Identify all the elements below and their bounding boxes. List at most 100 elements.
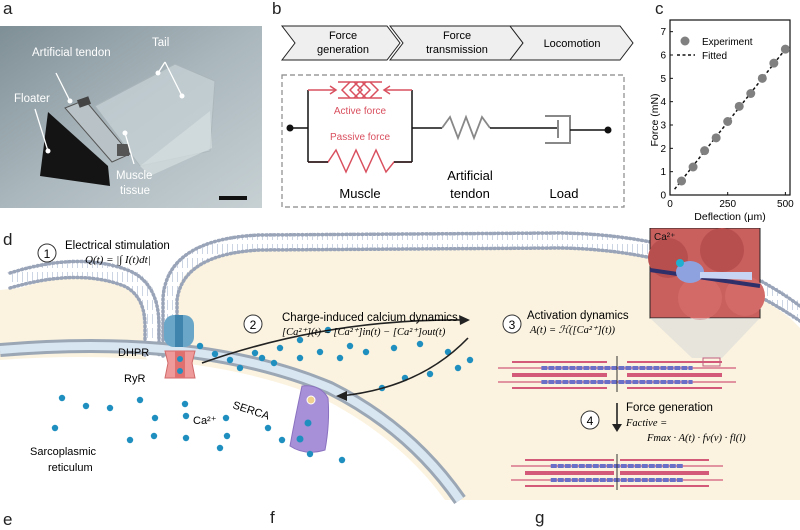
calcium-reuptake-arrow: [339, 337, 469, 397]
calcium-ion: [466, 356, 474, 364]
calcium-ion: [181, 400, 189, 408]
x-tick-label: 250: [719, 199, 736, 210]
panel-label-b: b: [272, 0, 282, 18]
step-3-badge: [502, 314, 522, 334]
step-4-badge: [580, 410, 600, 430]
panel-label-f: f: [270, 508, 275, 527]
panel-label-c: c: [655, 0, 664, 18]
calcium-ion: [390, 344, 398, 352]
pointer-dot: [122, 130, 128, 136]
step-3-number: 3: [509, 318, 516, 332]
load-label: Load: [550, 186, 579, 201]
inset-zoom-cone: [650, 318, 760, 358]
step-2-equation: [Ca²⁺](t) = [Ca²⁺]in(t) − [Ca²⁺]out(t): [282, 327, 446, 338]
experiment-point: [711, 133, 721, 143]
step-4-equation-2: Fmax · A(t) · fv(v) · fl(l): [646, 433, 746, 444]
calcium-ion: [362, 348, 370, 356]
y-tick-label: 3: [660, 121, 666, 132]
calcium-ion: [454, 364, 462, 372]
sr-membrane-inner: [0, 342, 464, 503]
experiment-point: [723, 117, 733, 126]
calcium-ion: [126, 436, 134, 444]
step-3-equation: A(t) = ℋ([Ca²⁺](t)): [529, 325, 616, 336]
tail-plate-lower: [140, 111, 212, 176]
calcium-ion: [306, 450, 314, 458]
inset-source-box: [702, 357, 721, 367]
calcium-ion: [223, 432, 231, 440]
pointer-dot: [179, 93, 185, 99]
inset-ca-label: Ca²⁺: [654, 232, 675, 243]
dhpr-channel: [164, 315, 194, 347]
pointer-tail-2: [164, 61, 183, 97]
calcium-ion: [264, 424, 272, 432]
experiment-point: [700, 146, 710, 156]
calcium-ion: [270, 359, 278, 367]
calcium-ion: [426, 370, 434, 378]
step-2-line-2: transmission: [426, 44, 488, 56]
step-1-equation: Q(t) = |∫ I(t)dt|: [85, 254, 151, 266]
calcium-ion: [444, 348, 452, 356]
experiment-point: [780, 44, 790, 54]
pointer-dot: [67, 98, 73, 104]
experiment-point: [769, 58, 779, 68]
calcium-ion: [296, 354, 304, 362]
ryr-channel: [164, 350, 196, 379]
y-tick-label: 7: [660, 27, 666, 38]
plot-frame: [669, 19, 791, 196]
calcium-ion: [82, 402, 90, 410]
calcium-ion: [346, 342, 354, 350]
tendon-label-2: tendon: [450, 186, 490, 201]
ryr-label: RyR: [124, 373, 145, 385]
right-terminal: [604, 126, 612, 134]
calcium-ion: [196, 342, 204, 350]
sr-label-1: Sarcoplasmic: [30, 446, 97, 458]
step-2-number: 2: [250, 318, 257, 332]
step-1-line-1: Force: [329, 30, 357, 42]
calcium-ion: [258, 354, 266, 362]
panel-label-g: g: [535, 508, 545, 527]
step-1-badge: [37, 243, 57, 263]
step-chevron-3: Locomotion: [508, 25, 634, 61]
sr-label-2: reticulum: [48, 462, 93, 474]
tendon-spring: [441, 114, 491, 141]
arrowhead: [459, 315, 470, 325]
step-2-title: Charge-induced calcium dynamics: [282, 312, 458, 324]
step-chevron-1: Force generation: [280, 25, 401, 61]
label-tail: Tail: [152, 37, 169, 49]
tendon-label-1: Artificial: [447, 168, 493, 183]
x-tick-label: 500: [777, 199, 794, 210]
panel-b-diagram: Force generation Force transmission Loco…: [280, 25, 634, 208]
experiment-point: [746, 89, 756, 98]
y-tick-label: 1: [660, 167, 666, 178]
panel-label-a: a: [3, 0, 13, 18]
passive-force-label: Passive force: [330, 132, 390, 143]
calcium-ion: [336, 354, 344, 362]
muscle-label: Muscle: [339, 186, 380, 201]
experiment-point: [677, 176, 687, 186]
sarcoplasmic-reticulum: [0, 357, 445, 500]
active-force-label: Active force: [334, 106, 387, 117]
calcium-ion: [150, 432, 158, 440]
calcium-ion: [316, 348, 324, 356]
calcium-ion: [416, 340, 424, 348]
calcium-ion: [182, 412, 190, 420]
experiment-point: [757, 73, 767, 83]
step-chevron-2: Force transmission: [388, 25, 524, 61]
y-tick-label: 5: [660, 74, 666, 85]
calcium-ion: [182, 434, 190, 442]
pointer-dot: [45, 148, 51, 154]
dhpr-label: DHPR: [118, 347, 149, 359]
step-3-title: Activation dynamics: [527, 310, 629, 322]
passive-spring: [308, 148, 412, 174]
y-tick-label: 2: [660, 144, 666, 155]
y-tick-label: 0: [660, 191, 666, 202]
legend-marker-experiment: [680, 36, 690, 46]
step-1-number: 1: [44, 247, 51, 261]
x-axis-label: Deflection (μm): [694, 211, 765, 223]
calcium-ion: [151, 414, 159, 422]
sarcomere-contracted: [511, 454, 723, 490]
calcium-ion: [226, 356, 234, 364]
step-3-line-1: Locomotion: [544, 38, 601, 50]
calcium-ion: [338, 456, 346, 464]
